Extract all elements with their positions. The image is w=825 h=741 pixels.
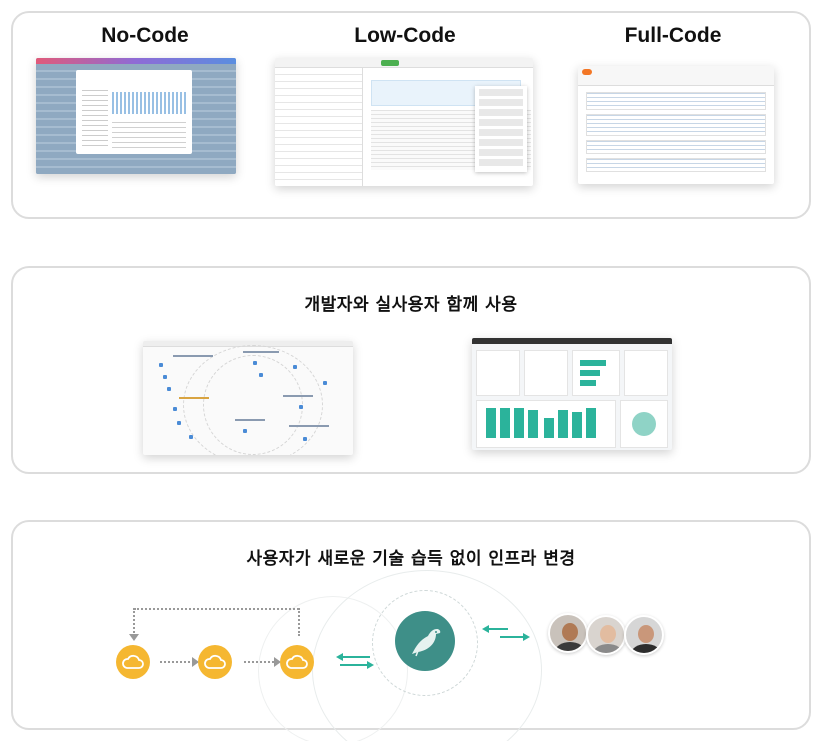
avatar xyxy=(548,613,588,653)
full-code-screenshot xyxy=(578,66,774,184)
cloud-icon xyxy=(116,645,150,679)
collaboration-panel: 개발자와 실사용자 함께 사용 xyxy=(11,266,811,474)
bird-logo-icon xyxy=(395,611,455,671)
no-code-screenshot xyxy=(36,58,236,174)
infrastructure-heading: 사용자가 새로운 기술 습득 없이 인프라 변경 xyxy=(246,549,576,569)
no-code-title: No-Code xyxy=(101,24,189,47)
low-code-screenshot xyxy=(275,58,533,186)
dashboard-screenshot xyxy=(472,338,672,450)
full-code-title: Full-Code xyxy=(624,24,722,47)
avatar xyxy=(624,615,664,655)
collaboration-heading: 개발자와 실사용자 함께 사용 xyxy=(304,295,518,315)
cloud-icon xyxy=(280,645,314,679)
double-arrow-icon xyxy=(336,653,374,669)
double-arrow-icon xyxy=(482,625,530,641)
avatar xyxy=(586,615,626,655)
cloud-icon xyxy=(198,645,232,679)
chart-modal xyxy=(76,70,192,154)
workflow-graph-screenshot xyxy=(143,341,353,455)
low-code-title: Low-Code xyxy=(354,24,456,47)
